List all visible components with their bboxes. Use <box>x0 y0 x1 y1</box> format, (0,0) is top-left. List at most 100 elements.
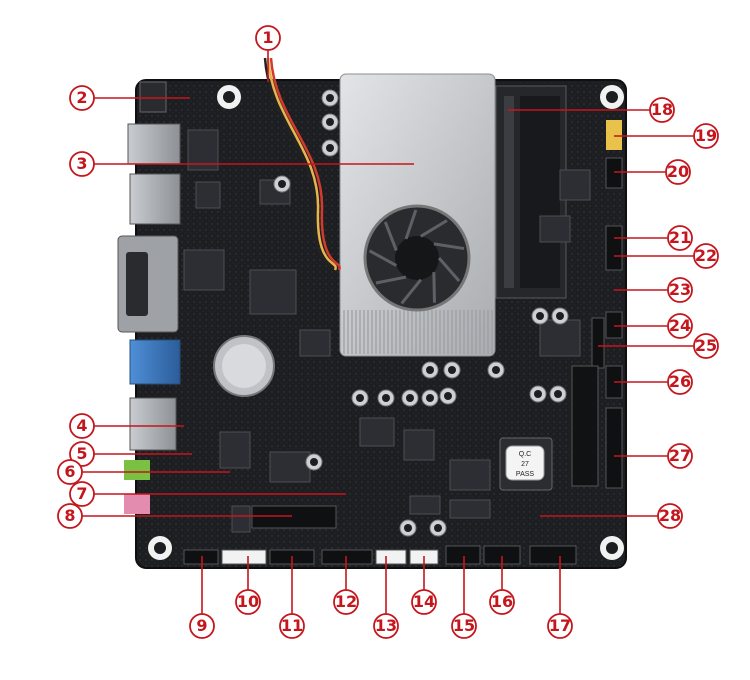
callout-15: 15 <box>451 613 477 639</box>
callout-24: 24 <box>667 313 693 339</box>
board-components <box>183 89 591 537</box>
callout-circle <box>693 333 719 359</box>
callout-label: 17 <box>549 616 571 635</box>
callout-circle <box>69 413 95 439</box>
callout-circle <box>649 97 675 123</box>
callout-label: 19 <box>695 126 717 145</box>
callout-label: 22 <box>695 246 717 265</box>
callout-label: 18 <box>651 100 673 119</box>
sodimm-slot <box>495 85 567 299</box>
mounting-hole-br <box>600 536 624 560</box>
callout-4: 4 <box>69 413 95 439</box>
qc-sticker <box>505 445 545 481</box>
header-12 <box>321 549 373 565</box>
callout-21: 21 <box>667 225 693 251</box>
callout-label: 9 <box>196 616 207 635</box>
callout-circle <box>235 589 261 615</box>
callout-circle <box>489 589 515 615</box>
callout-circle <box>667 369 693 395</box>
callout-label: 24 <box>669 316 691 335</box>
callout-circle <box>451 613 477 639</box>
callout-5: 5 <box>69 441 95 467</box>
callout-circle <box>279 613 305 639</box>
callout-circle <box>255 25 281 51</box>
callout-label: 26 <box>669 372 691 391</box>
dc-power-jack <box>139 81 167 113</box>
callout-label: 15 <box>453 616 475 635</box>
callout-label: 11 <box>281 616 303 635</box>
callout-circle <box>333 589 359 615</box>
callout-12: 12 <box>333 589 359 615</box>
expansion-slot <box>251 505 337 529</box>
header-21-22 <box>605 225 623 271</box>
callout-label: 3 <box>76 154 87 173</box>
mounting-hole-bl <box>148 536 172 560</box>
callout-circle <box>57 503 83 529</box>
callout-28: 28 <box>657 503 683 529</box>
callout-16: 16 <box>489 589 515 615</box>
callout-label: 7 <box>76 484 87 503</box>
callout-10: 10 <box>235 589 261 615</box>
callout-17: 17 <box>547 613 573 639</box>
callout-22: 22 <box>693 243 719 269</box>
usb-port-stack-1 <box>127 123 181 165</box>
cmos-battery <box>213 335 275 397</box>
sata-header-row <box>571 365 599 487</box>
callout-circle <box>69 85 95 111</box>
hdmi-port-stack <box>129 397 177 451</box>
callout-9: 9 <box>189 613 215 639</box>
callout-circle <box>657 503 683 529</box>
callout-20: 20 <box>665 159 691 185</box>
callout-7: 7 <box>69 481 95 507</box>
callout-19: 19 <box>693 123 719 149</box>
callout-label: 4 <box>76 416 87 435</box>
header-19 <box>606 120 622 150</box>
lan-port <box>129 173 181 225</box>
callout-27: 27 <box>667 443 693 469</box>
header-10 <box>221 549 267 565</box>
callout-label: 16 <box>491 592 513 611</box>
callout-26: 26 <box>667 369 693 395</box>
callout-circle <box>667 443 693 469</box>
callout-14: 14 <box>411 589 437 615</box>
callout-label: 5 <box>76 444 87 463</box>
header-20 <box>605 157 623 189</box>
callout-circle <box>547 613 573 639</box>
callout-23: 23 <box>667 277 693 303</box>
callout-13: 13 <box>373 613 399 639</box>
rear-io-panel <box>117 81 181 514</box>
callout-label: 8 <box>64 506 75 525</box>
callout-circle <box>189 613 215 639</box>
qc-line2: 27 <box>521 461 529 468</box>
callout-label: 1 <box>262 28 273 47</box>
callout-label: 10 <box>237 592 259 611</box>
callout-label: 20 <box>667 162 689 181</box>
fan-cable <box>263 57 341 271</box>
usb3-port-stack <box>129 339 181 385</box>
audio-jack-green <box>124 460 150 480</box>
header-24 <box>605 311 623 339</box>
callout-circle <box>411 589 437 615</box>
right-headers <box>571 120 623 489</box>
mounting-hole-tl <box>217 85 241 109</box>
callout-label: 14 <box>413 592 435 611</box>
callout-label: 6 <box>64 462 75 481</box>
callout-18: 18 <box>649 97 675 123</box>
callout-circle <box>667 277 693 303</box>
audio-jack-pink <box>124 494 150 514</box>
callout-label: 25 <box>695 336 717 355</box>
callout-6: 6 <box>57 459 83 485</box>
header-13 <box>375 549 407 565</box>
callout-1: 1 <box>255 25 281 51</box>
callout-3: 3 <box>69 151 95 177</box>
qc-line1: Q.C <box>519 451 531 458</box>
header-9 <box>183 549 219 565</box>
callout-25: 25 <box>693 333 719 359</box>
callout-label: 12 <box>335 592 357 611</box>
callout-label: 27 <box>669 446 691 465</box>
mounting-hole-tr <box>600 85 624 109</box>
callout-circle <box>69 481 95 507</box>
callout-circle <box>69 151 95 177</box>
cpu-heatsink <box>339 73 496 357</box>
